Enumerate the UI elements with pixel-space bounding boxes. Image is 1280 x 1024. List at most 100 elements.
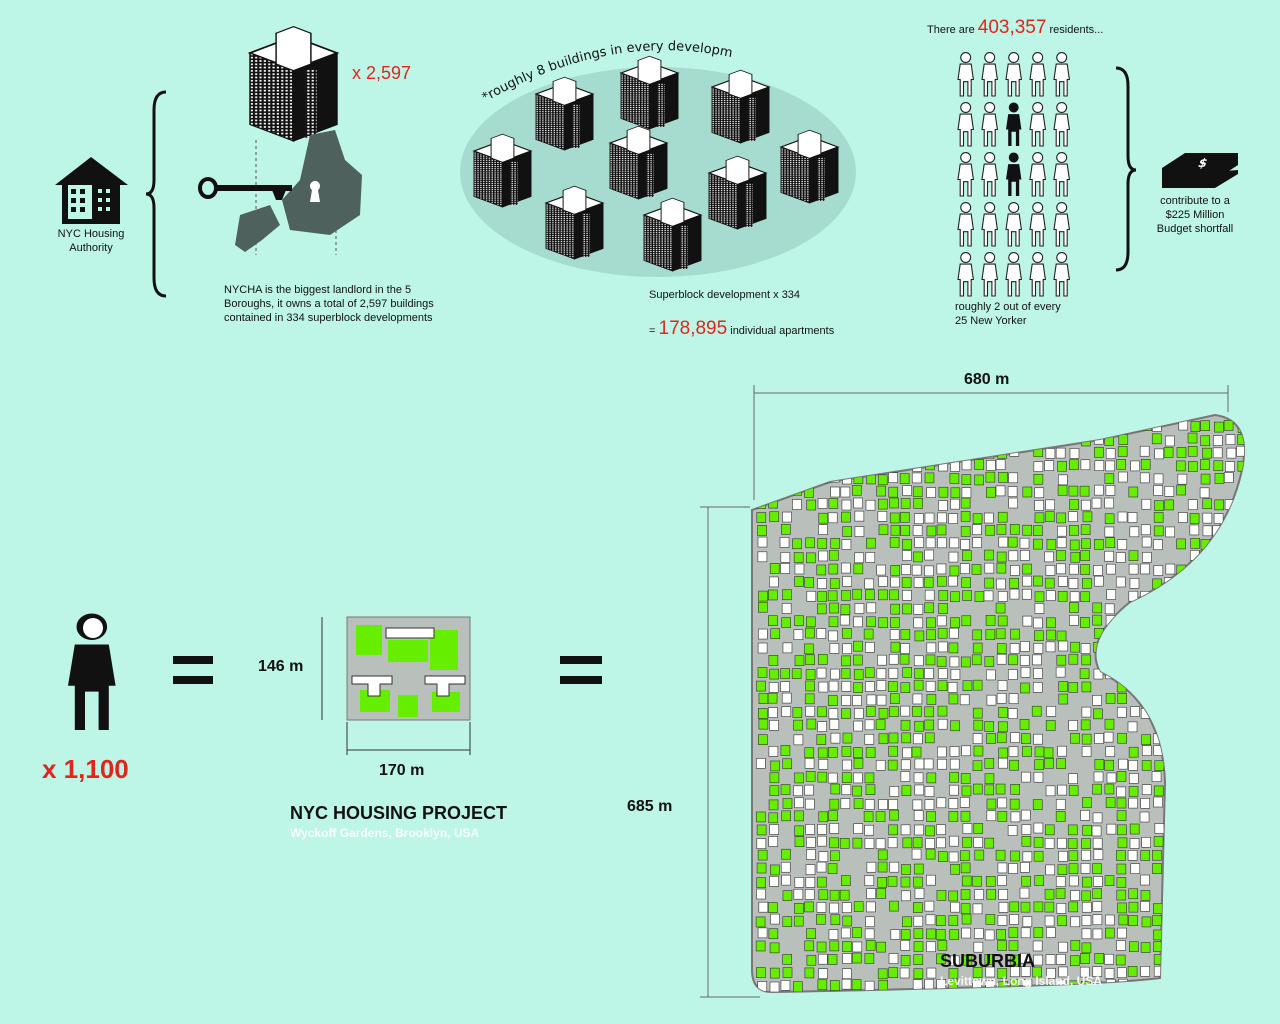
house-lot xyxy=(913,655,924,667)
house-lot xyxy=(1055,666,1066,678)
house-lot xyxy=(998,747,1008,759)
house-lot xyxy=(1177,863,1188,875)
house-lot xyxy=(1034,630,1044,641)
house-lot xyxy=(804,577,814,588)
house-lot xyxy=(1238,927,1245,938)
house-lot xyxy=(817,824,827,835)
house-lot xyxy=(1214,981,1225,992)
house-lot xyxy=(948,798,959,810)
house-lot xyxy=(1117,732,1127,744)
house-lot xyxy=(972,783,983,795)
house-lot xyxy=(1080,643,1091,654)
house-lot xyxy=(1128,888,1138,900)
house-lot xyxy=(901,732,912,744)
house-lot xyxy=(1116,771,1127,782)
house-lot xyxy=(962,680,973,691)
house-lot xyxy=(1225,888,1236,899)
house-lot xyxy=(817,578,827,589)
house-lot xyxy=(1142,979,1153,991)
house-lot xyxy=(781,421,792,433)
house-lot xyxy=(1069,563,1079,575)
house-lot xyxy=(1200,851,1211,863)
house-lot xyxy=(1044,888,1055,900)
house-lot xyxy=(1056,550,1066,561)
house-lot xyxy=(780,552,791,563)
house-lot xyxy=(998,721,1008,733)
house-lot xyxy=(997,421,1007,433)
house-lot xyxy=(1130,863,1141,874)
house-lot xyxy=(1164,952,1175,964)
house-lot xyxy=(950,901,961,913)
house-lot xyxy=(913,772,924,784)
house-lot xyxy=(1235,578,1245,590)
house-lot xyxy=(768,589,778,601)
house-lot xyxy=(996,732,1007,744)
house-lot xyxy=(1177,772,1188,783)
house-lot xyxy=(1224,692,1235,704)
house-lot xyxy=(1082,797,1092,808)
house-lot xyxy=(1213,460,1224,472)
house-lot xyxy=(782,642,793,654)
house-lot xyxy=(1046,539,1057,550)
house-lot xyxy=(864,824,874,836)
house-lot xyxy=(1190,837,1201,849)
house-lot xyxy=(1200,875,1211,887)
house-lot xyxy=(1153,785,1164,797)
house-lot xyxy=(768,799,779,811)
house-lot xyxy=(827,863,838,874)
house-lot xyxy=(1092,783,1102,795)
house-lot xyxy=(1212,447,1223,459)
house-lot xyxy=(877,877,887,888)
house-lot xyxy=(997,915,1008,926)
house-lot xyxy=(852,941,863,953)
house-lot xyxy=(1022,746,1032,757)
house-lot xyxy=(974,474,984,486)
equals-icon xyxy=(560,656,602,684)
house-lot xyxy=(961,913,972,925)
house-lot xyxy=(972,642,983,654)
house-lot xyxy=(1010,954,1020,966)
house-lot xyxy=(936,420,947,432)
house-lot xyxy=(806,718,817,730)
house-lot xyxy=(913,551,923,563)
house-lot xyxy=(935,929,946,940)
house-lot xyxy=(852,785,862,797)
house-lot xyxy=(888,745,898,757)
house-lot xyxy=(1238,836,1245,848)
house-lot xyxy=(780,784,791,795)
house-lot xyxy=(842,526,852,537)
house-lot xyxy=(1069,591,1080,603)
house-lot xyxy=(805,474,816,486)
house-lot xyxy=(1164,707,1175,719)
house-lot xyxy=(817,979,828,991)
house-lot xyxy=(841,499,852,511)
house-lot xyxy=(986,888,997,900)
house-lot xyxy=(1044,551,1054,563)
house-lot xyxy=(757,667,768,678)
house-lot xyxy=(877,459,888,471)
resident-icon xyxy=(957,202,974,247)
house-lot xyxy=(1104,875,1115,886)
nyc-map-icon xyxy=(235,130,362,252)
house-lot xyxy=(1044,915,1055,927)
house-lot xyxy=(935,915,946,926)
house-lot xyxy=(1010,732,1020,743)
house-lot xyxy=(1022,575,1032,587)
house-lot xyxy=(1213,955,1224,967)
house-lot xyxy=(913,603,924,615)
house-lot xyxy=(755,811,766,823)
house-lot xyxy=(1178,811,1188,823)
house-lot xyxy=(948,915,959,926)
house-lot xyxy=(1022,916,1033,928)
house-lot xyxy=(950,487,961,499)
house-lot xyxy=(913,941,924,952)
house-lot xyxy=(1080,550,1090,561)
house-lot xyxy=(901,577,912,588)
house-lot xyxy=(1045,720,1056,731)
house-lot xyxy=(1164,499,1174,511)
house-lot xyxy=(1214,499,1224,511)
house-lot xyxy=(1055,888,1066,899)
house-lot xyxy=(866,861,877,873)
house-lot xyxy=(1152,578,1162,590)
house-lot xyxy=(950,669,961,680)
